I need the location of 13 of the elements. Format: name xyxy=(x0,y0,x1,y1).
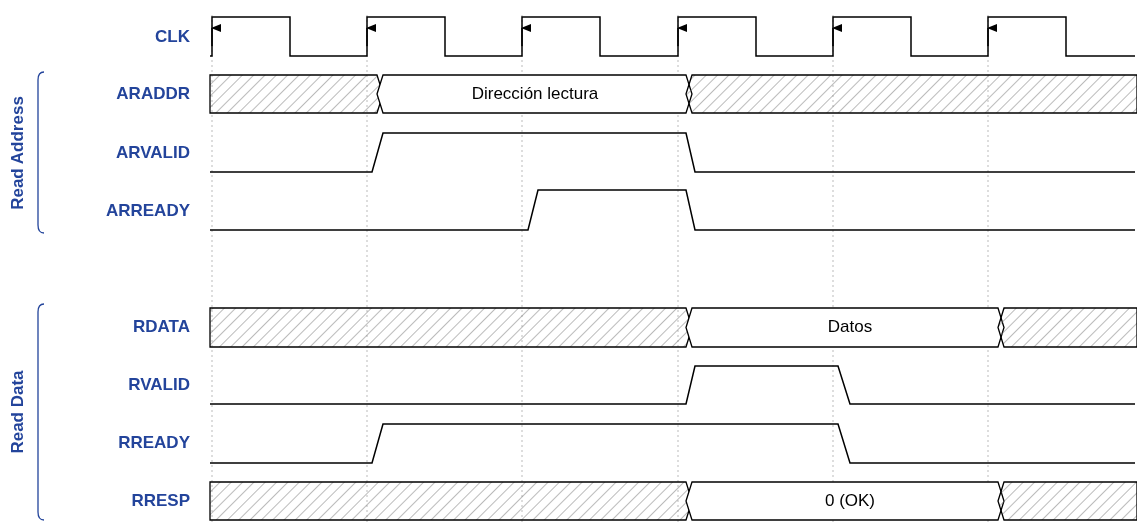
signal-name: ARREADY xyxy=(105,201,190,221)
signal-name: ARADDR xyxy=(116,84,190,104)
group-label: Read Data xyxy=(8,370,28,454)
bus-value-label: Dirección lectura xyxy=(471,84,599,104)
signal-name: RRESP xyxy=(131,491,190,511)
bus-value-label: 0 (OK) xyxy=(824,491,876,511)
signal-name: CLK xyxy=(155,27,190,47)
signal-name: RVALID xyxy=(128,375,190,395)
bus-value-label: Datos xyxy=(827,317,873,337)
group-label: Read Address xyxy=(8,95,28,210)
signal-name: ARVALID xyxy=(116,143,190,163)
signal-name: RREADY xyxy=(118,433,190,453)
signal-name: RDATA xyxy=(133,317,190,337)
